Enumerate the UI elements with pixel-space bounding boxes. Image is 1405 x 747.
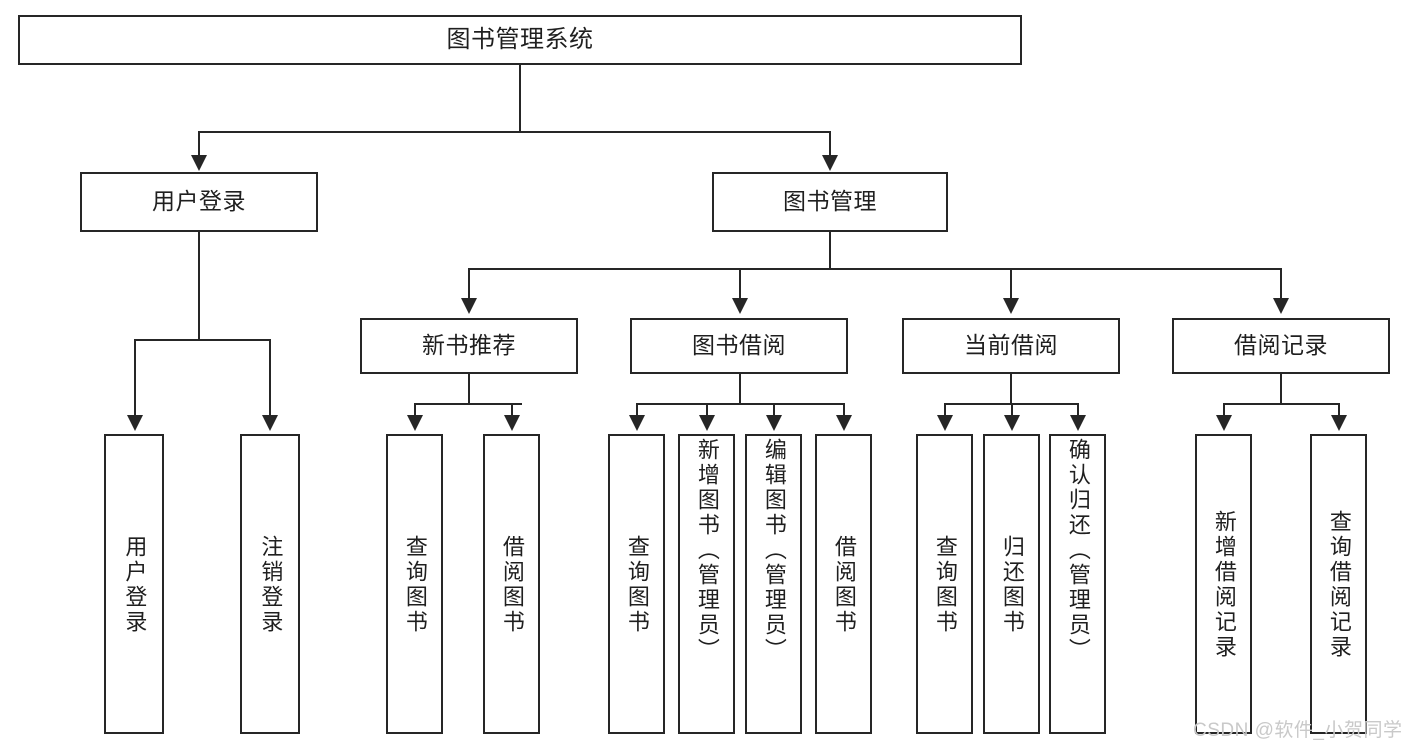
edge-user-login-stem (198, 232, 200, 340)
node-new-book-recommend[interactable]: 新书推荐 (360, 318, 578, 374)
node-label: 当前借阅 (964, 332, 1058, 359)
arrowhead-bb-borrow-book (836, 415, 852, 431)
edge-root-bus (198, 131, 831, 133)
node-book-management[interactable]: 图书管理 (712, 172, 948, 232)
arrowhead-nb-query-book (407, 415, 423, 431)
edge-root-stem (519, 65, 521, 132)
edge-bm-child-3 (1010, 268, 1012, 300)
edge-bb-child-1 (636, 403, 638, 417)
node-label: 确认归还（管理员） (1065, 438, 1091, 663)
edge-new-book-stem (468, 374, 470, 404)
leaf-book-borrow-edit-book[interactable]: 编辑图书（管理员） (745, 434, 802, 734)
leaf-user-login[interactable]: 用户登录 (104, 434, 164, 734)
arrowhead-user-login (191, 155, 207, 171)
arrowhead-bb-query-book (629, 415, 645, 431)
arrowhead-leaf-user-login (127, 415, 143, 431)
node-label: 编辑图书（管理员） (761, 438, 787, 663)
leaf-logout-login[interactable]: 注销登录 (240, 434, 300, 734)
node-label: 注销登录 (258, 535, 284, 635)
node-current-borrow[interactable]: 当前借阅 (902, 318, 1120, 374)
arrowhead-br-query-record (1331, 415, 1347, 431)
edge-br-child-1 (1223, 403, 1225, 417)
node-label: 查询图书 (624, 535, 650, 635)
arrowhead-borrow-record (1273, 298, 1289, 314)
leaf-current-borrow-return-book[interactable]: 归还图书 (983, 434, 1040, 734)
node-label: 借阅记录 (1234, 332, 1328, 359)
node-label: 借阅图书 (831, 535, 857, 635)
leaf-book-borrow-add-book[interactable]: 新增图书（管理员） (678, 434, 735, 734)
edge-borrow-record-bus (1223, 403, 1339, 405)
node-book-management-system[interactable]: 图书管理系统 (18, 15, 1022, 65)
edge-new-book-bus (414, 403, 522, 405)
arrowhead-nb-borrow-book (504, 415, 520, 431)
edge-cb-child-1 (944, 403, 946, 417)
arrowhead-bb-edit-book (766, 415, 782, 431)
edge-bb-child-4 (843, 403, 845, 417)
node-label: 图书管理系统 (446, 25, 594, 53)
edge-bb-child-2 (706, 403, 708, 417)
edge-nb-child-2 (511, 403, 513, 417)
leaf-new-book-borrow-book[interactable]: 借阅图书 (483, 434, 540, 734)
edge-cb-child-2 (1011, 403, 1013, 417)
arrowhead-cb-return-book (1004, 415, 1020, 431)
node-book-borrow[interactable]: 图书借阅 (630, 318, 848, 374)
edge-book-borrow-stem (739, 374, 741, 404)
edge-book-management-stem (829, 232, 831, 269)
node-label: 查询借阅记录 (1326, 510, 1352, 660)
leaf-borrow-record-query-record[interactable]: 查询借阅记录 (1310, 434, 1367, 734)
leaf-book-borrow-query-book[interactable]: 查询图书 (608, 434, 665, 734)
edge-nb-child-1 (414, 403, 416, 417)
edge-user-login-bus (134, 339, 271, 341)
leaf-new-book-query-book[interactable]: 查询图书 (386, 434, 443, 734)
node-label: 查询图书 (932, 535, 958, 635)
arrowhead-cb-query-book (937, 415, 953, 431)
edge-bm-child-4 (1280, 268, 1282, 300)
edge-root-to-book-management (829, 131, 831, 157)
leaf-book-borrow-borrow-book[interactable]: 借阅图书 (815, 434, 872, 734)
arrowhead-book-management (822, 155, 838, 171)
arrowhead-cb-confirm-return (1070, 415, 1086, 431)
node-user-login[interactable]: 用户登录 (80, 172, 318, 232)
leaf-current-borrow-query-book[interactable]: 查询图书 (916, 434, 973, 734)
edge-book-management-bus (468, 268, 1280, 270)
edge-current-borrow-stem (1010, 374, 1012, 404)
arrowhead-book-borrow (732, 298, 748, 314)
arrowhead-leaf-logout-login (262, 415, 278, 431)
node-label: 新书推荐 (422, 332, 516, 359)
arrowhead-br-add-record (1216, 415, 1232, 431)
node-label: 归还图书 (999, 535, 1025, 635)
node-label: 新增图书（管理员） (694, 438, 720, 663)
edge-bm-child-2 (739, 268, 741, 300)
arrowhead-new-book-recommend (461, 298, 477, 314)
edge-user-login-child-1 (134, 339, 136, 417)
arrowhead-current-borrow (1003, 298, 1019, 314)
edge-book-borrow-bus (636, 403, 845, 405)
node-label: 借阅图书 (499, 535, 525, 635)
edge-cb-child-3 (1077, 403, 1079, 417)
node-borrow-record[interactable]: 借阅记录 (1172, 318, 1390, 374)
edge-br-child-2 (1338, 403, 1340, 417)
node-label: 用户登录 (152, 188, 246, 215)
edge-user-login-child-2 (269, 339, 271, 417)
edge-root-to-user-login (198, 131, 200, 157)
node-label: 用户登录 (122, 535, 148, 635)
node-label: 图书管理 (783, 188, 877, 215)
node-label: 图书借阅 (692, 332, 786, 359)
node-label: 查询图书 (402, 535, 428, 635)
arrowhead-bb-add-book (699, 415, 715, 431)
edge-bm-child-1 (468, 268, 470, 300)
node-label: 新增借阅记录 (1211, 510, 1237, 660)
leaf-current-borrow-confirm-return[interactable]: 确认归还（管理员） (1049, 434, 1106, 734)
edge-borrow-record-stem (1280, 374, 1282, 404)
leaf-borrow-record-add-record[interactable]: 新增借阅记录 (1195, 434, 1252, 734)
edge-bb-child-3 (773, 403, 775, 417)
